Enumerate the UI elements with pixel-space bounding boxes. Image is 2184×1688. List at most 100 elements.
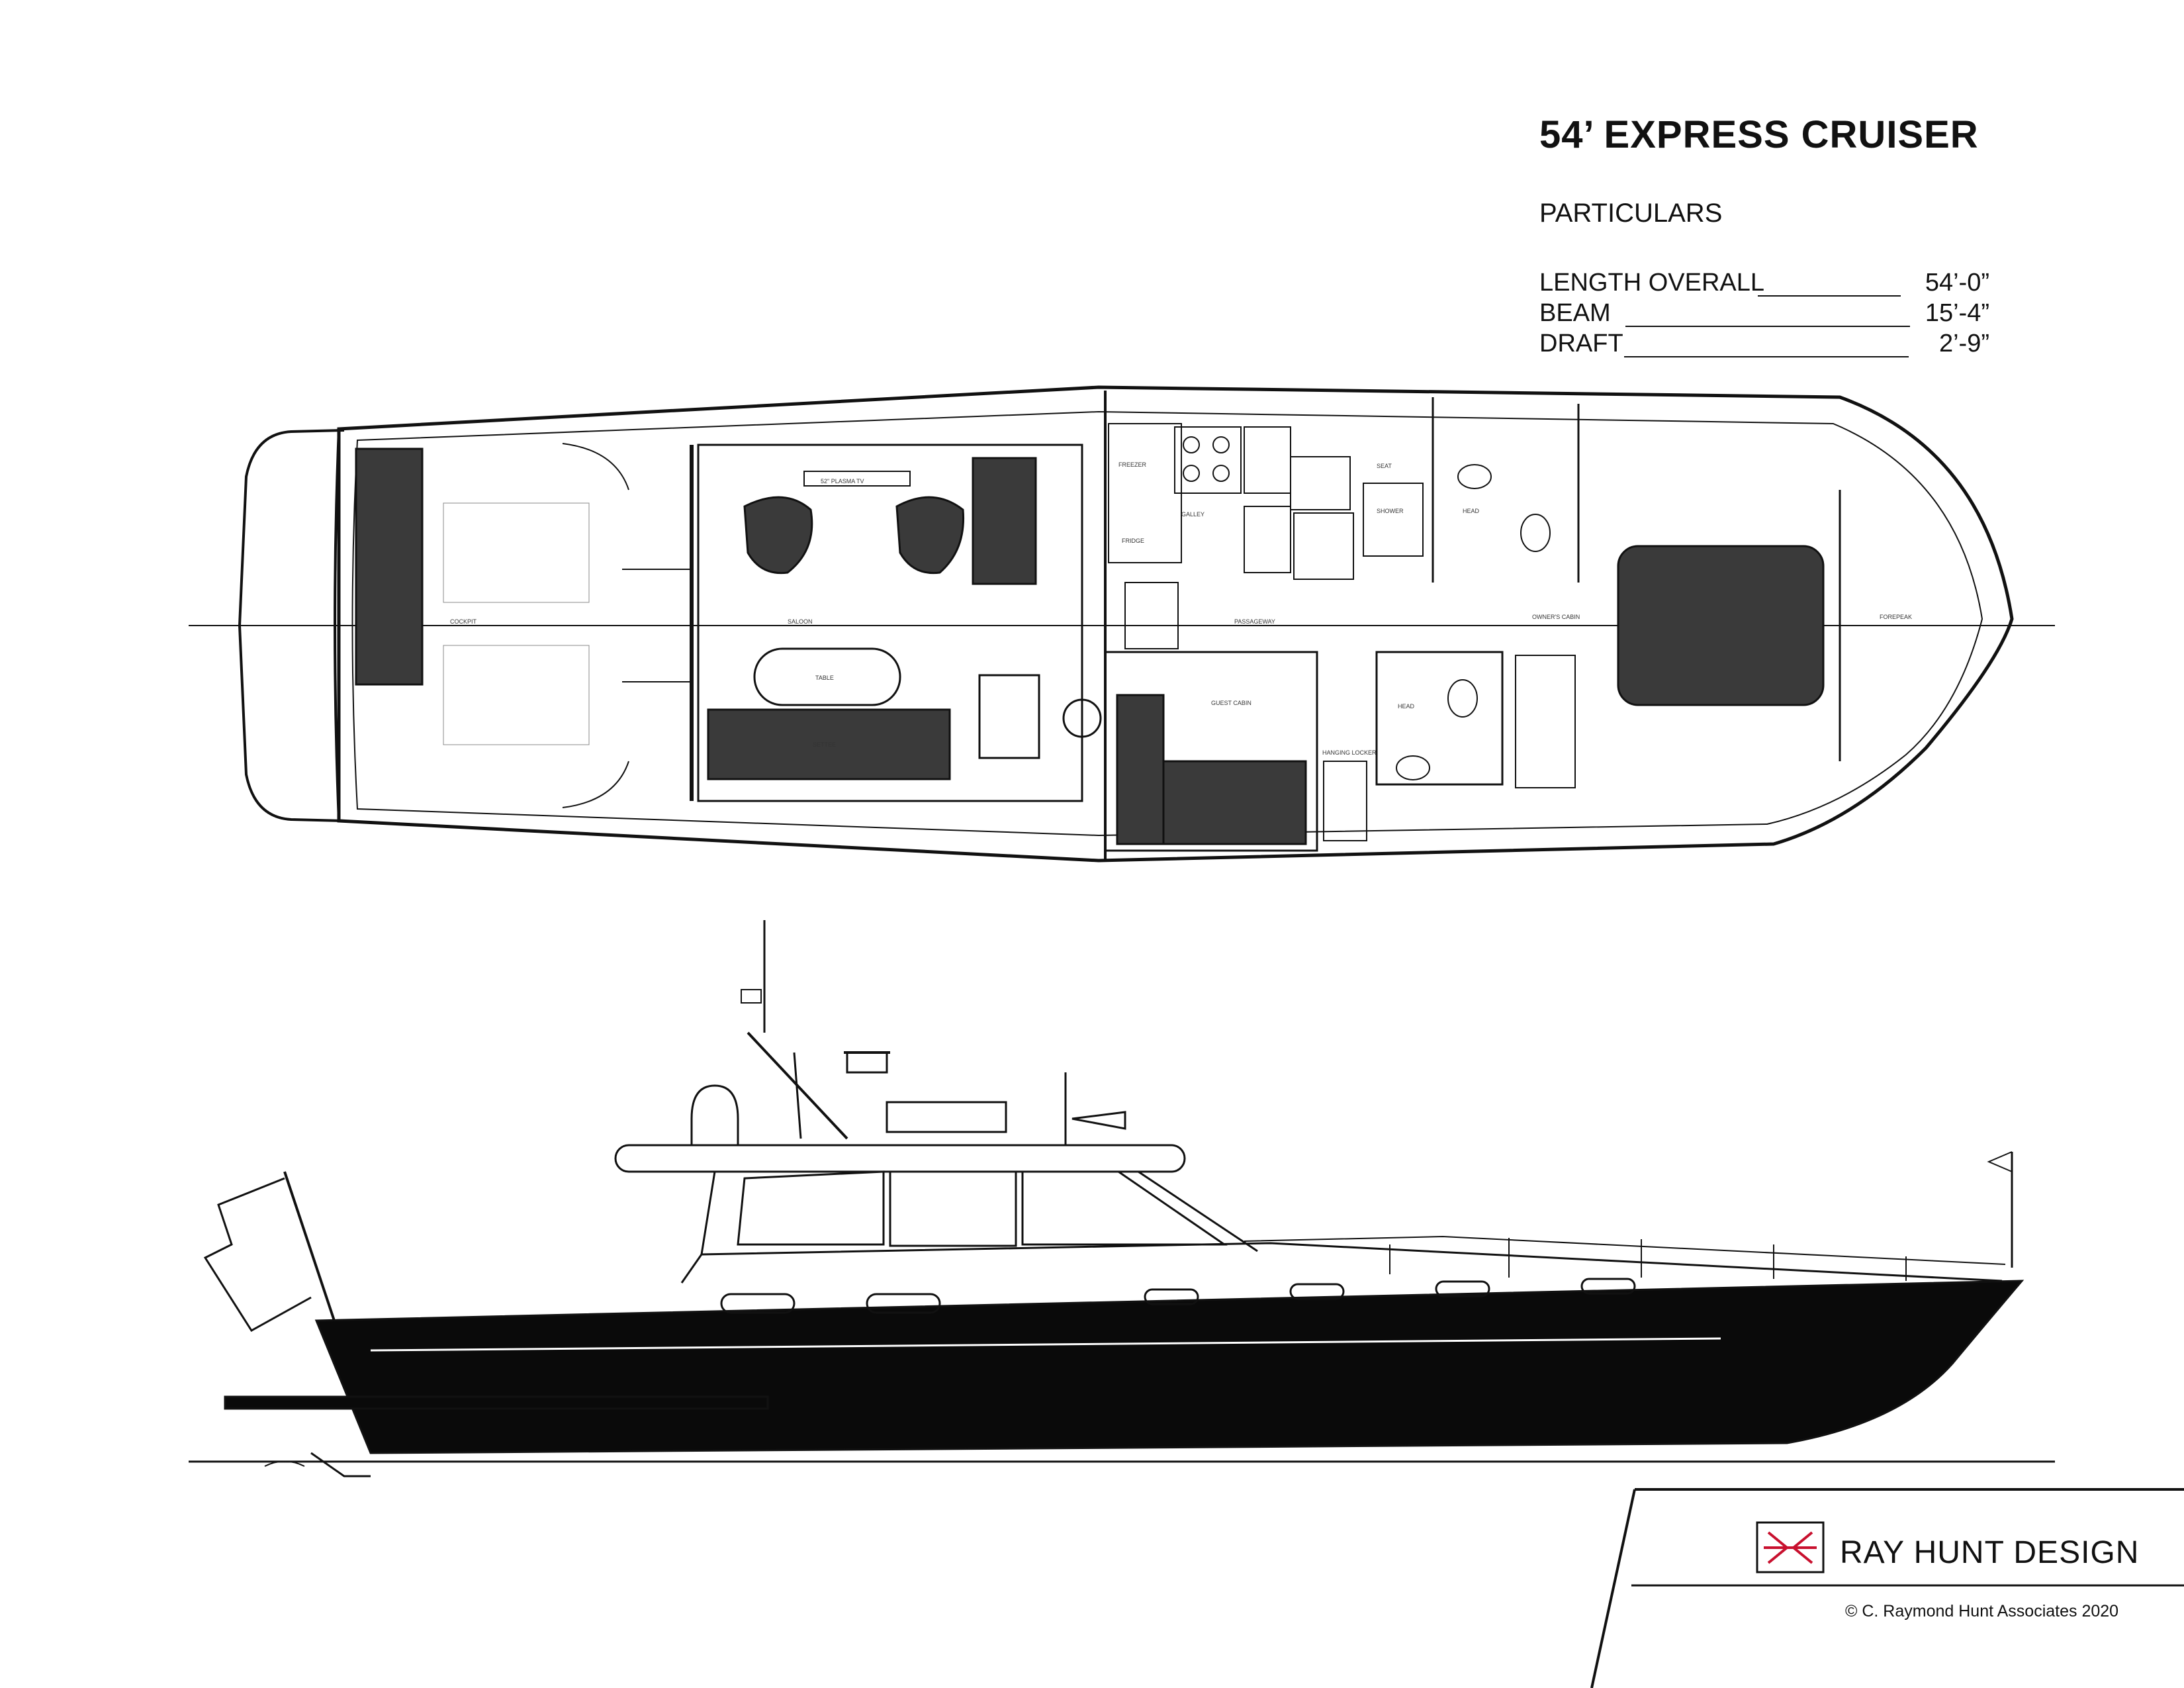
hull-outline: [337, 385, 2014, 863]
saloon-cabinet: [972, 457, 1037, 585]
plan-view: [189, 385, 2055, 863]
cabin-aft: [700, 1170, 731, 1255]
label-table: TABLE: [815, 675, 834, 681]
guest-cabin-outline: [1104, 651, 1318, 852]
porthole: [1435, 1280, 1490, 1297]
logo-chevron: [1791, 1531, 1813, 1564]
lifeline: [1244, 1235, 2006, 1265]
saloon-table: [753, 647, 901, 706]
label-shower: SHOWER: [1377, 508, 1404, 514]
frame-diagonal: [1590, 1489, 1636, 1688]
rudder: [310, 1452, 371, 1477]
particulars-heading: PARTICULARS: [1539, 199, 1723, 228]
spec-value: 54’-0”: [1925, 269, 1989, 297]
galley-counter: [1244, 426, 1291, 494]
label-cockpit: COCKPIT: [450, 618, 477, 625]
radar-dome: [846, 1051, 888, 1074]
vanity: [1290, 456, 1351, 510]
propeller: [264, 1460, 305, 1467]
title-block-frame: [1590, 1488, 2184, 1688]
copyright: © C. Raymond Hunt Associates 2020: [1845, 1602, 2119, 1620]
hull-side: [314, 1280, 2025, 1454]
logo-frame: [1756, 1521, 1825, 1573]
porthole: [1144, 1288, 1199, 1305]
guest-berth: [1116, 694, 1165, 845]
ray-hunt-logo-icon: [1756, 1521, 1825, 1573]
swim-platform: [238, 429, 345, 822]
label-fridge: FRIDGE: [1122, 538, 1144, 544]
logo-chevron: [1767, 1531, 1790, 1564]
leader-line: [1625, 326, 1910, 327]
hanging-locker: [1323, 761, 1367, 841]
radar-arch-leg: [793, 1052, 802, 1139]
transom: [334, 428, 340, 821]
porthole: [866, 1293, 941, 1314]
life-raft: [886, 1101, 1007, 1133]
label-hanging-locker: HANGING LOCKER: [1322, 749, 1377, 756]
cockpit-coaming: [562, 761, 629, 808]
porthole: [1580, 1278, 1636, 1295]
leader-line: [1758, 295, 1901, 297]
plasma-tv: [803, 471, 911, 487]
label-head-guest: HEAD: [1398, 703, 1415, 710]
saloon-chair: [895, 496, 965, 575]
label-plasma-tv: 52" PLASMA TV: [821, 478, 864, 485]
guest-berth: [1162, 760, 1307, 845]
companionway-stairs: [1124, 582, 1179, 649]
freezer-fridge: [1108, 423, 1182, 563]
guest-head-outline: [1375, 651, 1504, 786]
porthole: [1289, 1283, 1345, 1300]
saloon-outline: [697, 444, 1083, 802]
helm-seat: [978, 674, 1040, 759]
burner: [1183, 465, 1200, 482]
profile-view: [189, 920, 2055, 1477]
cabin-roofline: [731, 1170, 1258, 1252]
cabin-window: [737, 1170, 885, 1246]
label-guest-cabin: GUEST CABIN: [1211, 700, 1251, 706]
cockpit-coaming: [562, 443, 629, 491]
label-forepeak: FOREPEAK: [1880, 614, 1912, 620]
washer-dryer: [1293, 512, 1354, 580]
owners-berth: [1617, 545, 1825, 706]
galley-sink: [1244, 506, 1291, 573]
hardtop: [614, 1144, 1186, 1173]
sink: [1457, 464, 1492, 489]
deck-hatch: [443, 645, 590, 745]
spec-draft: DRAFT 2’-9”: [1539, 330, 1989, 361]
saloon-settee: [707, 708, 951, 780]
ensign-flag: [203, 1177, 312, 1332]
label-owners-cabin: OWNER'S CABIN: [1532, 614, 1580, 620]
label-head: HEAD: [1463, 508, 1480, 514]
spec-label: BEAM: [1539, 299, 1611, 327]
saloon-chair: [743, 496, 813, 575]
bow-pennant: [1987, 1151, 2013, 1172]
shower-stall: [1363, 483, 1424, 557]
deck-hatch: [443, 502, 590, 603]
label-seat: SEAT: [1377, 463, 1392, 469]
toilet: [1520, 514, 1551, 552]
inner-gunwale: [351, 410, 1983, 837]
profile-swim-platform: [224, 1395, 769, 1410]
spec-value: 15’-4”: [1925, 299, 1989, 327]
boot-stripe: [370, 1337, 1721, 1352]
deck-line: [680, 1242, 2003, 1284]
plan-labels: COCKPIT SALOON PASSAGEWAY GALLEY TABLE S…: [450, 461, 1912, 756]
spec-label: LENGTH OVERALL: [1539, 269, 1764, 297]
mast-light: [741, 989, 762, 1004]
toilet: [1447, 679, 1478, 718]
spec-value: 2’-9”: [1938, 330, 1989, 357]
label-freezer: FREEZER: [1118, 461, 1147, 468]
satellite-radome: [690, 1084, 739, 1145]
cabin-window: [889, 1170, 1017, 1247]
air-horn: [1071, 1111, 1126, 1130]
burner: [1212, 465, 1230, 482]
label-passageway: PASSAGEWAY: [1234, 618, 1275, 625]
leader-line: [1624, 356, 1909, 357]
cooktop: [1174, 426, 1242, 494]
label-settee: SETTEE: [813, 741, 836, 748]
helm-wheel: [1062, 698, 1102, 738]
hanging-locker: [1515, 655, 1576, 788]
drawing-title: 54’ EXPRESS CRUISER: [1539, 113, 1979, 156]
label-saloon: SALOON: [788, 618, 813, 625]
